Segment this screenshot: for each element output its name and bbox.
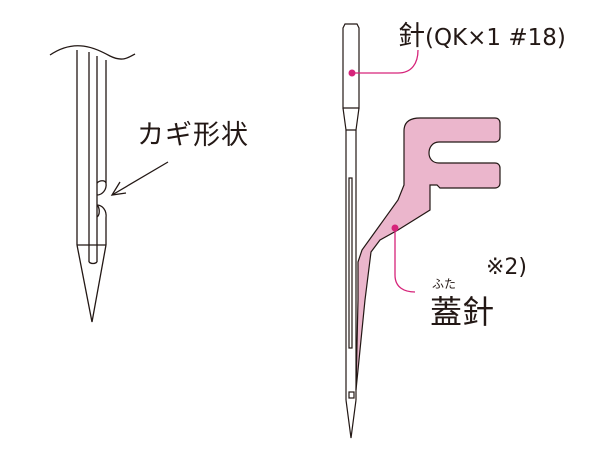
needle-kanji: 針	[398, 21, 425, 52]
latch-needle-label: 蓋針	[430, 293, 495, 331]
latch-ruby: ふた	[432, 277, 457, 291]
needle-leader-line	[348, 49, 419, 77]
needle-label: 針(QK×1 #18)	[398, 14, 566, 53]
needle-spec: (QK×1 #18)	[425, 25, 566, 51]
note-marker: ※2)	[486, 255, 528, 280]
latch-leader-line	[391, 224, 416, 293]
hook-shape-label: カギ形状	[137, 120, 249, 151]
hook-arrow	[110, 161, 169, 196]
latch-needle-figure	[342, 23, 501, 439]
needle-detail-figure	[49, 45, 136, 323]
